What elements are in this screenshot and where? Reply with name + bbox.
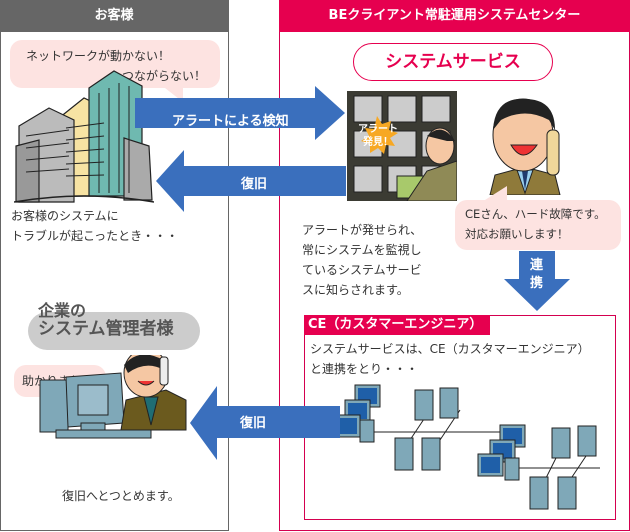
admin-on-phone-icon (39, 355, 187, 439)
network-servers-icon (334, 384, 600, 510)
customer-header: お客様 (0, 0, 228, 32)
alert-detection-label: アラートによる検知 (172, 114, 289, 129)
ce-request-bubble: CEさん、ハード故障です。 対応お願いします！ (455, 186, 621, 250)
office-buildings-icon (14, 70, 154, 203)
monitoring-operator-icon: アラート 発見！ (347, 91, 457, 201)
customer-panel (0, 0, 229, 531)
cooperation-char: 携 (530, 276, 544, 291)
ce-box-label: CE（カスタマーエンジニア） (304, 315, 491, 335)
cooperation-label: 連 携 (530, 257, 543, 293)
caption-line: ているシステムサービ (302, 263, 422, 277)
operator-on-phone-icon (489, 98, 561, 195)
alert-detection-arrow (135, 86, 345, 140)
alert-burst-text-2: 発見！ (362, 135, 393, 148)
cooperation-char: 連 (530, 258, 544, 273)
monitor-caption: アラートが発せられ、 常にシステムを監視し ているシステムサービ スに知らされま… (302, 220, 422, 300)
admin-title: 企業の システム管理者様 (38, 301, 174, 339)
recovery-arrow-top (156, 150, 346, 212)
system-center-header: BEクライアント常駐運用システムセンター (279, 0, 630, 32)
system-service-title: システムサービス (353, 43, 553, 81)
bubble-line: 対応お願いします！ (465, 227, 569, 241)
bubble-line: つながらない！ (121, 69, 206, 83)
bubble-line: CEさん、ハード故障です。 (465, 207, 606, 221)
ce-text-line: システムサービスは、CE（カスタマーエンジニア） (310, 342, 590, 356)
ce-box-text: システムサービスは、CE（カスタマーエンジニア） と連携をとり・・・ (310, 339, 590, 379)
bubble-line: ネットワークが動かない！ (26, 49, 171, 63)
recovery-label-top: 復旧 (241, 177, 268, 192)
alert-burst-text-1: アラート (358, 123, 398, 135)
caption-line: 常にシステムを監視し (302, 243, 422, 257)
admin-title-line: 企業の (38, 301, 87, 320)
ce-text-line: と連携をとり・・・ (310, 362, 419, 376)
cooperation-arrow (504, 251, 570, 311)
admin-title-line: システム管理者様 (38, 319, 174, 339)
recovery-arrow-bottom (190, 386, 340, 460)
trouble-caption: お客様のシステムに トラブルが起こったとき・・・ (11, 206, 178, 246)
caption-line: お客様のシステムに (11, 209, 119, 223)
recovery-caption: 復旧へとつとめます。 (62, 489, 180, 503)
caption-line: スに知らされます。 (302, 283, 409, 297)
caption-line: アラートが発せられ、 (302, 223, 423, 237)
admin-title-badge (28, 312, 200, 350)
recovery-label-bottom: 復旧 (240, 416, 267, 431)
caption-line: トラブルが起こったとき・・・ (11, 229, 179, 243)
